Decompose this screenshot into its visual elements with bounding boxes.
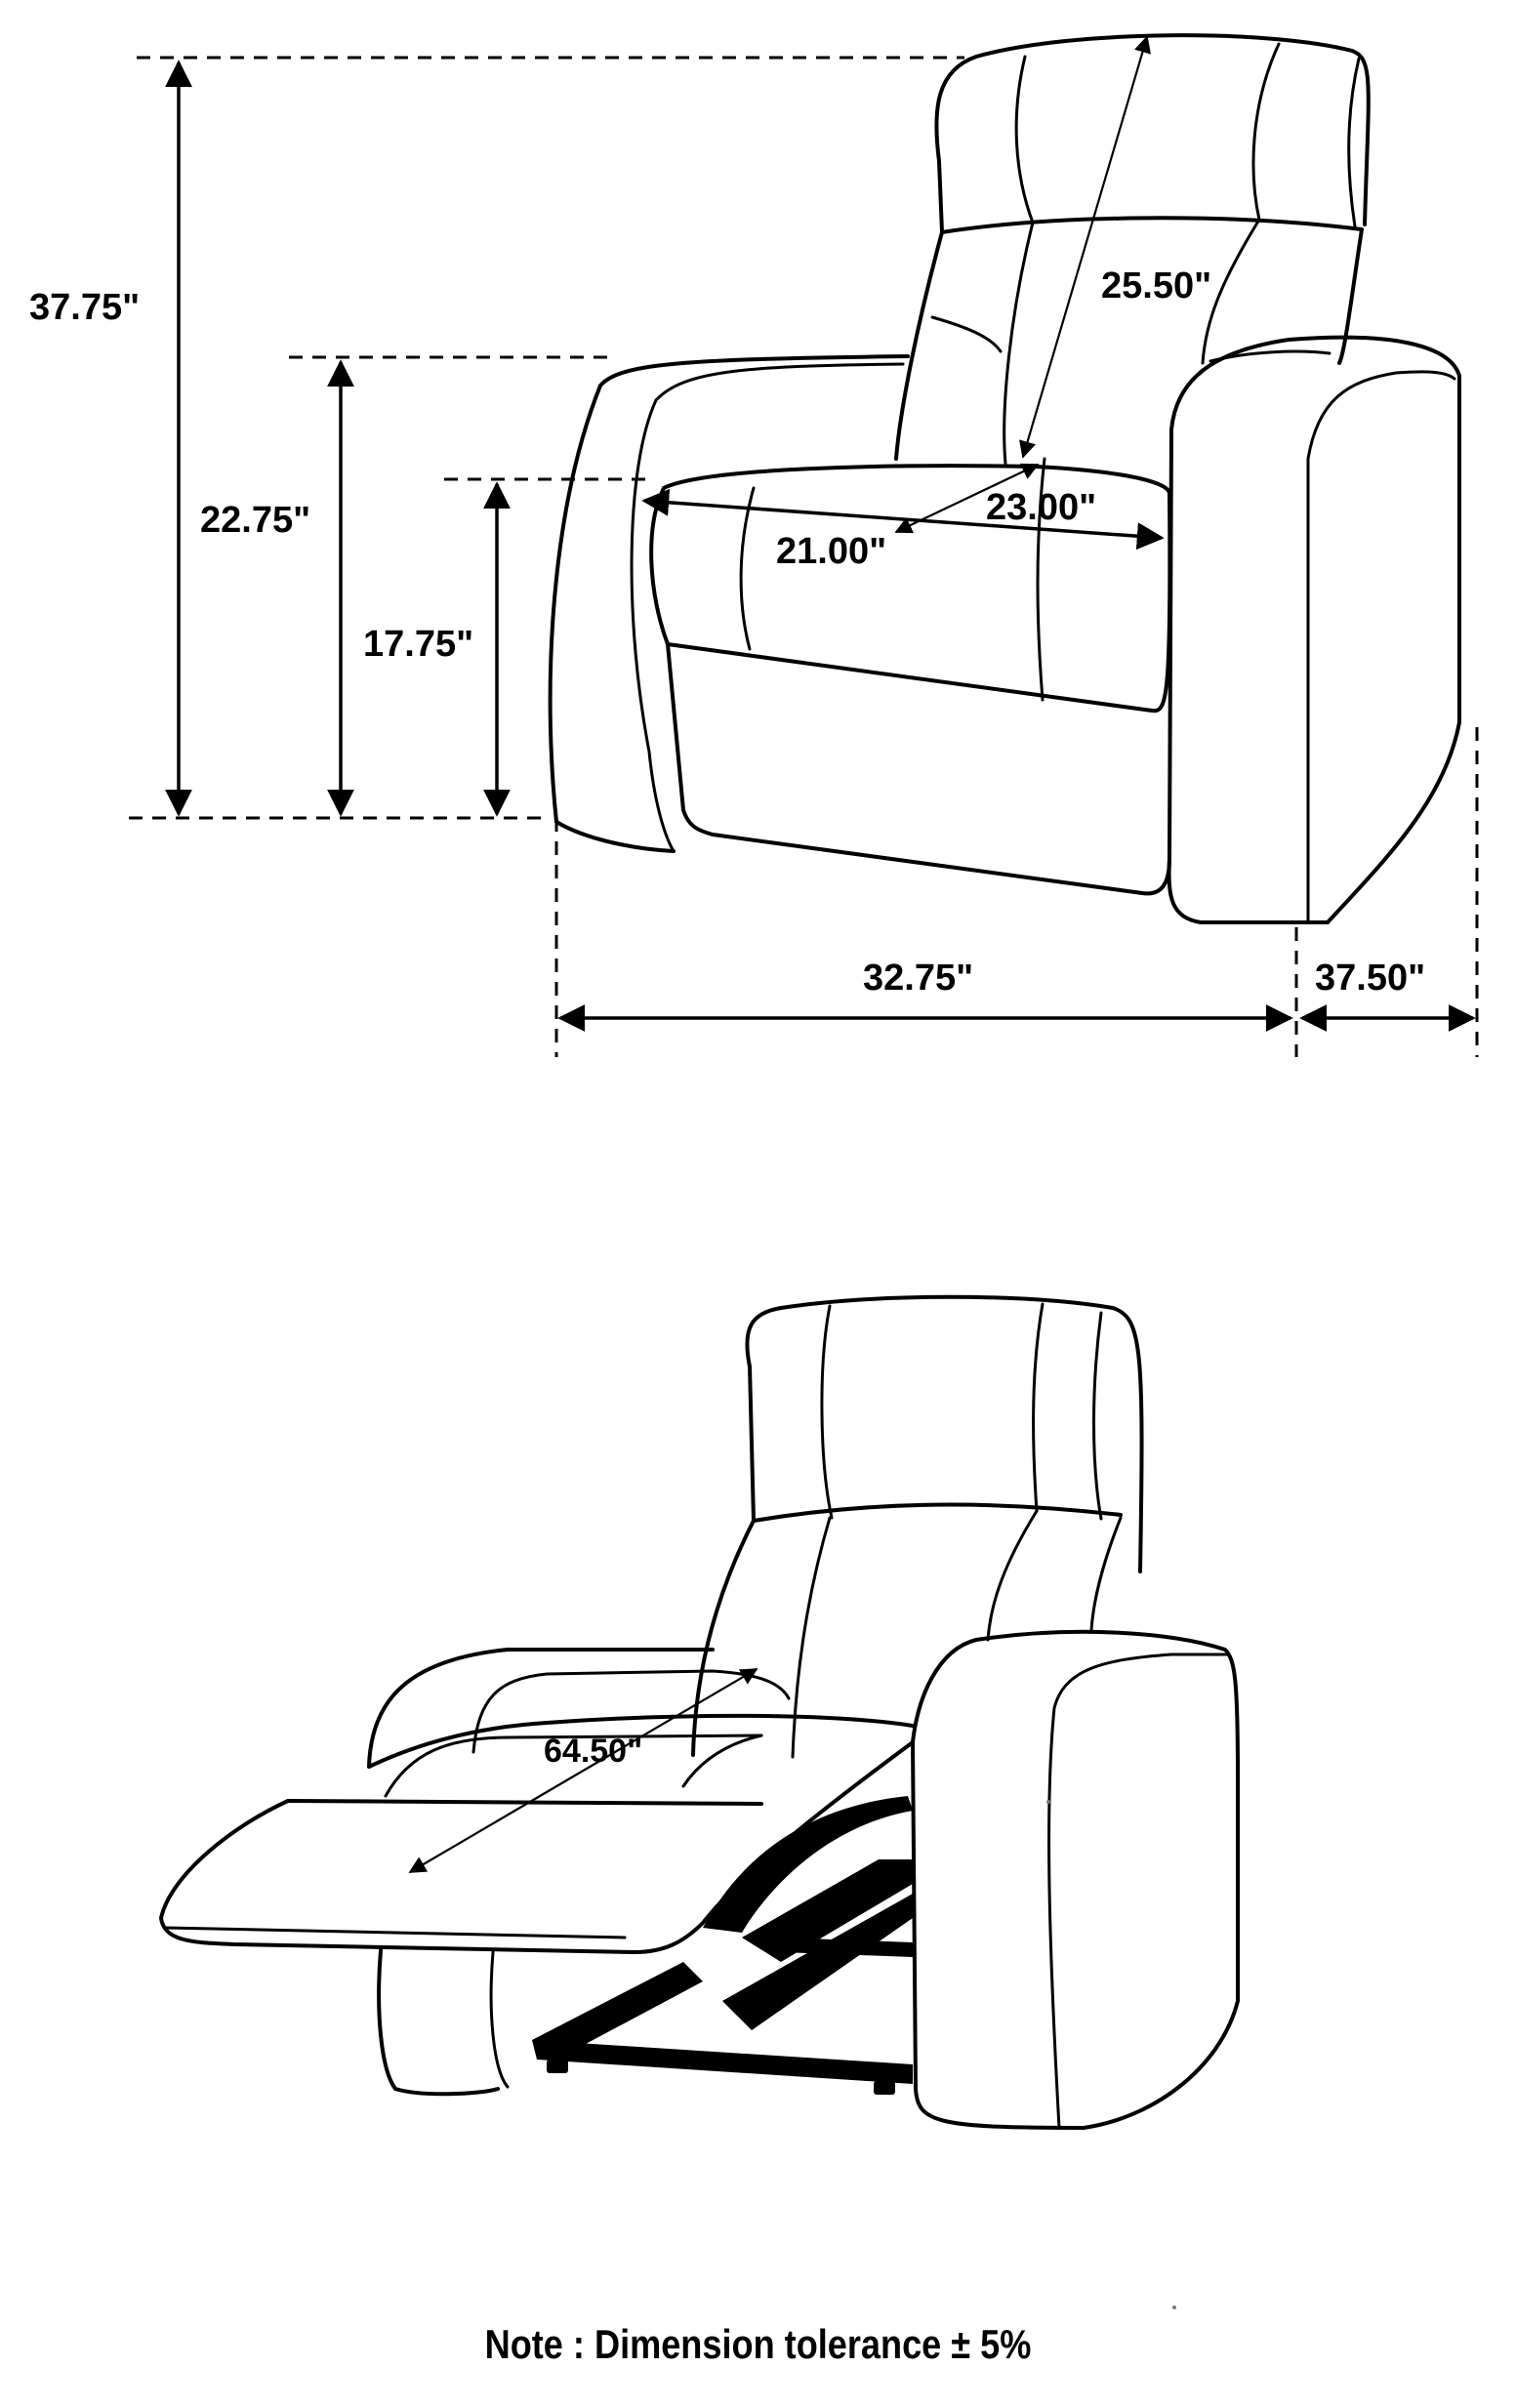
reclined-dimension: 64.50" xyxy=(408,1668,758,1873)
reclined-length-arrow xyxy=(408,1668,758,1873)
seat-width-label: 21.00" xyxy=(776,531,886,572)
extension-lines xyxy=(129,56,1479,1057)
overall-depth-label: 37.50" xyxy=(1315,958,1425,999)
overall-height-label: 37.75" xyxy=(29,287,140,328)
scan-speck xyxy=(1046,1800,1050,1804)
back-height-label: 25.50" xyxy=(1101,265,1211,306)
arm-height-label: 22.75" xyxy=(200,500,310,541)
seat-depth-label: 23.00" xyxy=(986,487,1096,528)
reclined-length-label: 64.50" xyxy=(544,1733,642,1770)
seat-width-arrow xyxy=(641,488,1165,551)
seat-height-label: 17.75" xyxy=(363,624,473,665)
reclined-chair-illustration xyxy=(159,1294,1240,2130)
dimension-arrows xyxy=(165,35,1476,1032)
scan-speck xyxy=(1172,2306,1176,2309)
dimension-labels: 37.75" 22.75" 17.75" 25.50" 23.00" 21.00… xyxy=(29,265,1425,999)
back-height-arrow xyxy=(1019,35,1151,459)
overall-width-label: 32.75" xyxy=(863,958,973,999)
tolerance-note: Note : Dimension tolerance ± 5% xyxy=(484,2321,1032,2367)
upright-chair-illustration xyxy=(548,33,1461,924)
